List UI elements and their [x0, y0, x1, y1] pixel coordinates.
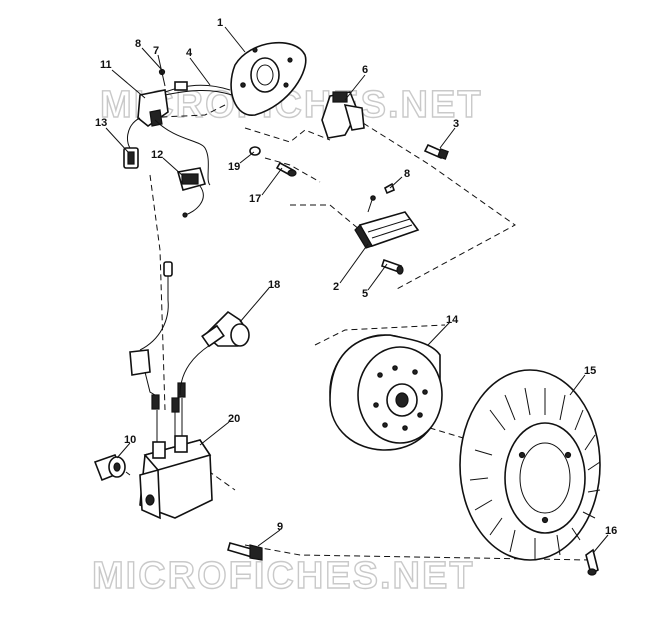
callout-4: 4: [186, 47, 193, 59]
callout-1: 1: [217, 17, 223, 29]
assembly-lines: [109, 104, 591, 561]
flywheel: [329, 334, 443, 451]
callout-3: 3: [453, 118, 459, 130]
ignition-leads: [129, 261, 211, 450]
screw-17: [275, 161, 297, 177]
screw-16: [585, 548, 599, 576]
callout-10: 10: [124, 434, 136, 446]
cooling-fan: [459, 369, 601, 561]
spark-plug-cap: [201, 310, 250, 348]
callouts: 1 4 7 8 11 13 12 6 3 8 19 17 2 5 18 14 1…: [95, 17, 617, 537]
callout-14: 14: [446, 314, 459, 326]
callout-17: 17: [249, 193, 261, 205]
leader-lines: [105, 26, 609, 554]
callout-15: 15: [584, 365, 596, 377]
ignition-coil: [139, 435, 213, 520]
callout-18: 18: [268, 279, 280, 291]
wire-harness: [127, 81, 233, 186]
callout-8-upper: 8: [135, 38, 141, 50]
connector-13: [123, 147, 139, 169]
callout-7: 7: [153, 45, 159, 57]
bolt-9: [227, 542, 263, 561]
pulser-coil: [354, 195, 420, 249]
callout-13: 13: [95, 117, 107, 129]
bolt-3: [423, 143, 449, 160]
callout-19: 19: [228, 161, 240, 173]
callout-8-lower: 8: [404, 168, 410, 180]
callout-2: 2: [333, 281, 339, 293]
callout-11: 11: [100, 59, 112, 71]
callout-6: 6: [362, 64, 368, 76]
callout-9: 9: [277, 521, 283, 533]
lighting-coil: [321, 91, 365, 139]
callout-16: 16: [605, 525, 617, 537]
screw-5: [380, 258, 404, 275]
callout-12: 12: [151, 149, 163, 161]
callout-5: 5: [362, 288, 368, 300]
stator-plate: [230, 41, 307, 116]
junction-box-12: [176, 167, 207, 218]
grommet-10: [93, 453, 126, 482]
watermark-bottom: MICROFICHES.NET: [92, 555, 475, 597]
callout-20: 20: [228, 413, 240, 425]
